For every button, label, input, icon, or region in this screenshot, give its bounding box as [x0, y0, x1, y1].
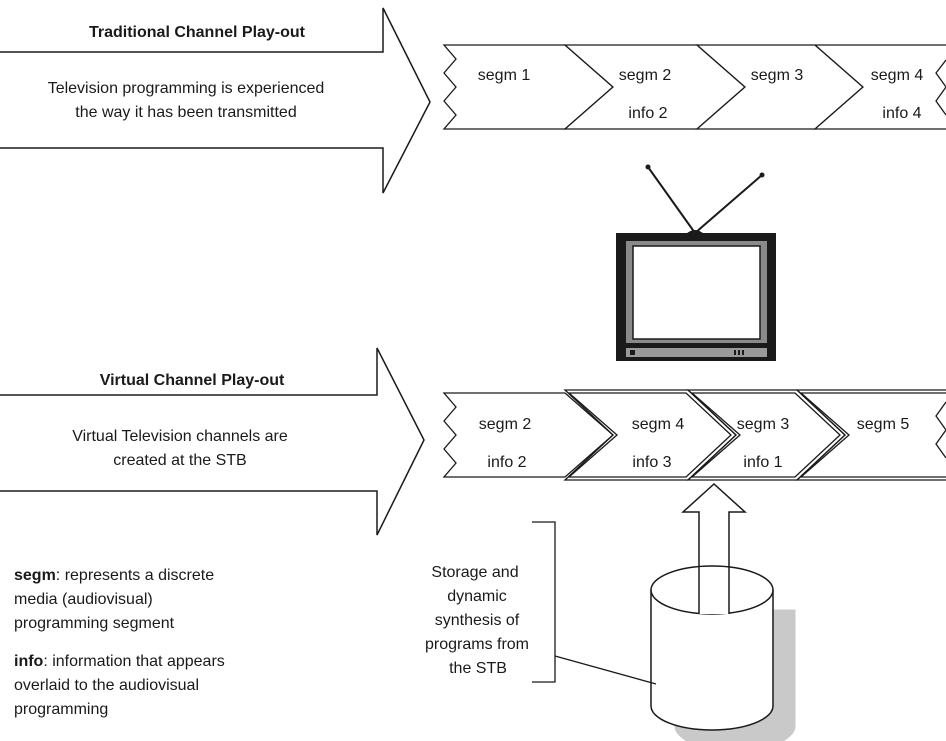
- legend-segm-line-3: programming segment: [14, 615, 175, 632]
- chain-segment-shape: [799, 392, 946, 478]
- chain-segment-shape: [690, 392, 841, 478]
- storage-label-line: programs from: [425, 636, 529, 653]
- traditional-chain: segm 1 segm 2 info 2 segm 3 segm 4 info …: [442, 44, 946, 130]
- legend: segm: represents a discrete media (audio…: [14, 567, 225, 718]
- virtual-arrow: [0, 347, 425, 536]
- chain-segm-label: segm 3: [751, 67, 804, 84]
- storage-bracket: [532, 521, 657, 685]
- chain-info-label: info 4: [882, 105, 921, 122]
- virtual-title: Virtual Channel Play-out: [100, 372, 285, 389]
- chain-segm-label: segm 1: [478, 67, 531, 84]
- chain-info-label: info 1: [743, 454, 782, 471]
- legend-segm-line-1: segm: represents a discrete: [14, 567, 214, 584]
- storage-label-line: Storage and: [431, 564, 518, 581]
- chain-info-label: info 2: [487, 454, 526, 471]
- storage-label-line: synthesis of: [435, 612, 520, 629]
- virtual-chain: segm 2 info 2 segm 4 info 3 segm 3 info …: [442, 389, 946, 481]
- chain-segm-label: segm 2: [619, 67, 672, 84]
- chain-segm-label: segm 5: [857, 416, 910, 433]
- virtual-line-1: Virtual Television channels are: [72, 428, 288, 445]
- traditional-title: Traditional Channel Play-out: [89, 24, 306, 41]
- legend-segm-line-2: media (audiovisual): [14, 591, 153, 608]
- chain-segm-label: segm 2: [479, 416, 532, 433]
- chain-segment-shape: [813, 44, 946, 130]
- television-icon: [616, 164, 776, 361]
- chain-segm-label: segm 4: [871, 67, 924, 84]
- traditional-line-1: Television programming is experienced: [48, 80, 325, 97]
- storage-cylinder-icon: [650, 565, 796, 741]
- chain-info-label: info 2: [628, 105, 667, 122]
- legend-info-line-1: info: information that appears: [14, 653, 225, 670]
- chain-segment-shape: [567, 392, 732, 478]
- chain-segm-label: segm 3: [737, 416, 790, 433]
- traditional-line-2: the way it has been transmitted: [75, 104, 296, 121]
- storage-label-line: the STB: [449, 660, 507, 677]
- legend-info-line-3: programming: [14, 701, 108, 718]
- chain-segm-label: segm 4: [632, 416, 685, 433]
- storage-label-line: dynamic: [447, 588, 507, 605]
- chain-info-label: info 3: [632, 454, 671, 471]
- chain-zigzag-edge: [935, 59, 946, 116]
- traditional-arrow: [0, 7, 431, 194]
- chain-segment-shape: [795, 389, 946, 481]
- legend-info-line-2: overlaid to the audiovisual: [14, 677, 199, 694]
- chain-segment-shape: [442, 392, 614, 478]
- chain-zigzag-edge: [935, 401, 946, 459]
- virtual-line-2: created at the STB: [113, 452, 246, 469]
